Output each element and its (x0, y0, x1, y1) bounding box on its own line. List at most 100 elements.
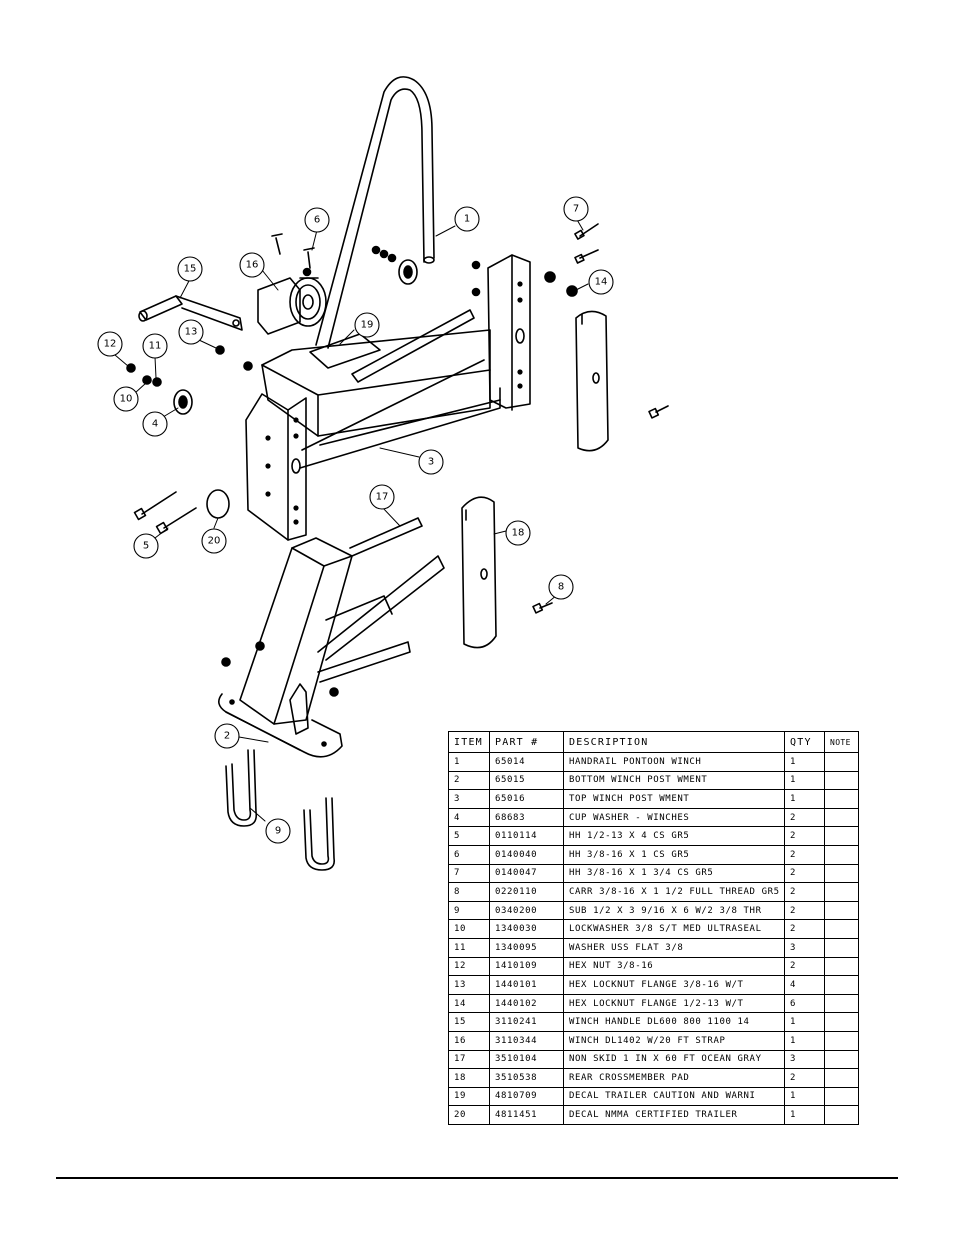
u-bolt-parts (225, 749, 336, 871)
cell-description: CUP WASHER - WINCHES (563, 807, 785, 828)
hardware-parts (126, 223, 669, 614)
cell-description: HEX LOCKNUT FLANGE 3/8-16 W/T (563, 975, 785, 995)
cell-description: HEX LOCKNUT FLANGE 1/2-13 W/T (563, 993, 785, 1014)
cell-note (824, 1012, 859, 1032)
cell-item: 4 (448, 807, 490, 828)
callout-8: 8 (558, 582, 564, 593)
cell-qty: 2 (784, 826, 825, 846)
cell-qty: 1 (784, 789, 825, 809)
header-description: DESCRIPTION (563, 731, 785, 753)
cell-part-number: 3510104 (489, 1049, 564, 1070)
cell-note (824, 807, 859, 828)
callout-10: 10 (120, 394, 133, 405)
header-note: NOTE (824, 731, 859, 753)
cell-part-number: 1340095 (489, 937, 564, 958)
cell-item: 12 (448, 956, 490, 977)
cell-description: DECAL TRAILER CAUTION AND WARNI (563, 1086, 785, 1107)
cell-qty: 2 (784, 919, 825, 939)
cell-item: 19 (448, 1086, 490, 1107)
callout-leaders (114, 217, 589, 822)
cell-item: 9 (448, 900, 490, 921)
cell-note (824, 919, 859, 939)
cell-part-number: 0340200 (489, 900, 564, 921)
top-winch-post-part (245, 254, 531, 541)
cell-part-number: 0220110 (489, 882, 564, 902)
cell-part-number: 1410109 (489, 956, 564, 977)
cell-description: HH 1/2-13 X 4 CS GR5 (563, 826, 785, 846)
cell-part-number: 3110241 (489, 1012, 564, 1032)
cell-note (824, 1105, 859, 1125)
callout-9: 9 (275, 826, 281, 837)
callout-11: 11 (149, 341, 162, 352)
cell-note (824, 863, 859, 884)
cell-note (824, 1086, 859, 1107)
cell-description: HANDRAIL PONTOON WINCH (563, 752, 785, 772)
cell-description: DECAL NMMA CERTIFIED TRAILER (563, 1105, 785, 1125)
callout-20: 20 (208, 536, 221, 547)
header-item: ITEM (448, 731, 490, 753)
bottom-winch-post-part (218, 517, 445, 758)
cell-note (824, 1049, 859, 1070)
callout-6: 6 (314, 215, 320, 226)
cell-part-number: 0140047 (489, 863, 564, 884)
cell-part-number: 4811451 (489, 1105, 564, 1125)
cell-qty: 1 (784, 770, 825, 791)
cell-item: 1 (448, 752, 490, 772)
callout-15: 15 (184, 264, 197, 275)
cell-qty: 3 (784, 937, 825, 958)
cell-item: 14 (448, 993, 490, 1014)
callout-4: 4 (152, 419, 158, 430)
callout-12: 12 (104, 339, 117, 350)
cell-part-number: 4810709 (489, 1086, 564, 1107)
winch-handle-part (138, 295, 243, 331)
cell-part-number: 1440102 (489, 993, 564, 1014)
cell-note (824, 752, 859, 772)
cell-note (824, 1068, 859, 1088)
callout-14: 14 (595, 277, 608, 288)
cell-qty: 2 (784, 900, 825, 921)
cell-qty: 1 (784, 752, 825, 772)
winch-part (257, 277, 327, 335)
cell-qty: 2 (784, 807, 825, 828)
cell-note (824, 1030, 859, 1051)
callout-16: 16 (246, 260, 259, 271)
cell-description: HH 3/8-16 X 1 CS GR5 (563, 844, 785, 865)
cell-note (824, 789, 859, 809)
cell-part-number: 65016 (489, 789, 564, 809)
cell-qty: 1 (784, 1105, 825, 1125)
cell-item: 7 (448, 863, 490, 884)
cell-part-number: 65015 (489, 770, 564, 791)
cell-part-number: 65014 (489, 752, 564, 772)
cell-description: TOP WINCH POST WMENT (563, 789, 785, 809)
cell-item: 16 (448, 1030, 490, 1051)
cell-note (824, 882, 859, 902)
cell-qty: 2 (784, 1068, 825, 1088)
cell-item: 13 (448, 975, 490, 995)
callout-7: 7 (573, 204, 579, 215)
cell-qty: 1 (784, 1012, 825, 1032)
callout-19: 19 (361, 320, 374, 331)
cell-item: 18 (448, 1068, 490, 1088)
cell-item: 2 (448, 770, 490, 791)
cell-description: CARR 3/8-16 X 1 1/2 FULL THREAD GR5 (563, 882, 785, 902)
cell-part-number: 68683 (489, 807, 564, 828)
cell-note (824, 937, 859, 958)
cell-qty: 2 (784, 956, 825, 977)
